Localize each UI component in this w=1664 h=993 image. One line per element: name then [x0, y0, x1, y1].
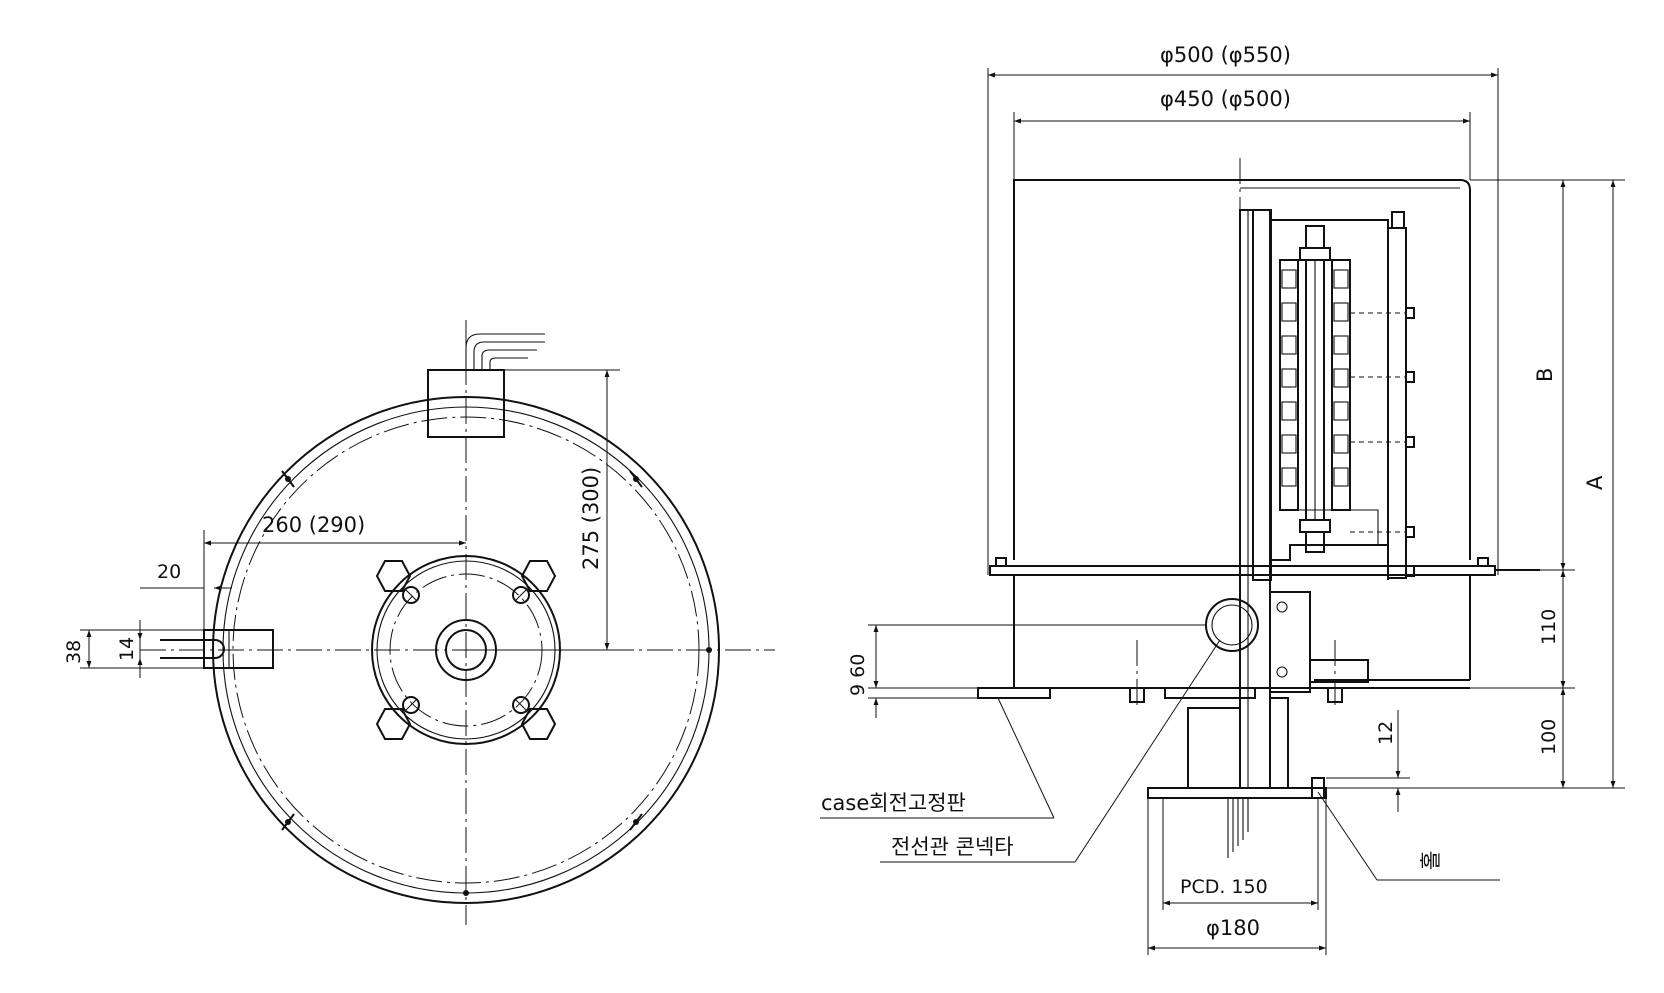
cable-lead-2 — [473, 341, 545, 370]
center-shaft-plate — [1239, 209, 1271, 789]
dim-height-from-center: 275 (300) — [579, 467, 603, 570]
dim-slot-width: 14 — [116, 637, 138, 661]
ring-fastener-marks — [281, 470, 712, 896]
dim-outer-diameter: φ500 (φ550) — [1160, 43, 1291, 67]
dim-100: 100 — [1538, 719, 1560, 755]
dim-B: B — [1533, 368, 1557, 382]
callout-conduit-connector: 전선관 콘넥타 — [891, 835, 1014, 859]
mounting-tab — [203, 629, 274, 669]
dim-12: 12 — [1375, 721, 1397, 745]
dim-9-60: 9 60 — [847, 654, 869, 696]
flange-bolt-holes — [402, 586, 530, 714]
bearing-upper — [1276, 601, 1288, 613]
side-view: φ500 (φ550) φ450 (φ500) — [820, 43, 1625, 955]
leader-hole — [1317, 791, 1378, 881]
leader-case-plate — [997, 697, 1055, 819]
base-flange — [1147, 787, 1327, 799]
callout-hole: 홀 — [1419, 851, 1443, 870]
case-rotation-fixing-plate — [977, 687, 1051, 699]
housing-cover-right — [1240, 179, 1471, 560]
cable-lead-3 — [481, 349, 537, 370]
leader-conduit-connector — [1074, 639, 1221, 863]
tab-slot — [160, 639, 225, 659]
terminal-stack — [1279, 259, 1351, 511]
dim-base-diameter: φ180 — [1206, 916, 1260, 940]
hidden-connection-lines — [1350, 312, 1406, 533]
support-bolts — [1405, 307, 1415, 577]
stud-bolt-top-nut — [1305, 225, 1325, 249]
conduit-connector — [1205, 598, 1259, 652]
cover-bottom-rim — [989, 565, 1496, 576]
front-view: 260 (290) 275 (300) 20 38 14 — [63, 320, 775, 925]
dim-width-from-center: 260 (290) — [262, 513, 365, 537]
cable-bundle — [1227, 798, 1249, 858]
dim-A: A — [1583, 475, 1607, 490]
bearing-lower — [1276, 666, 1288, 678]
stud-bolt-bottom-nut — [1299, 519, 1331, 533]
bolt-circle-pcd — [232, 416, 700, 884]
housing-cover-left — [1013, 179, 1240, 560]
cable-lead-1 — [465, 333, 545, 370]
dim-pcd: PCD. 150 — [1180, 876, 1268, 898]
terminal-support-bar — [1387, 227, 1407, 579]
dim-110: 110 — [1538, 609, 1560, 645]
pedestal — [1187, 707, 1241, 789]
shaft-cap — [1252, 209, 1272, 581]
callout-case-plate: case회전고정판 — [821, 791, 966, 815]
bearing-housing — [1269, 591, 1311, 693]
dim-inner-diameter: φ450 (φ500) — [1160, 87, 1291, 111]
housing-outer-ring — [212, 396, 720, 904]
dim-tab-offset: 20 — [157, 561, 181, 583]
cable-lead-4 — [489, 357, 528, 370]
dim-tab-height: 38 — [63, 640, 85, 664]
flange-hex-nuts — [375, 560, 557, 740]
